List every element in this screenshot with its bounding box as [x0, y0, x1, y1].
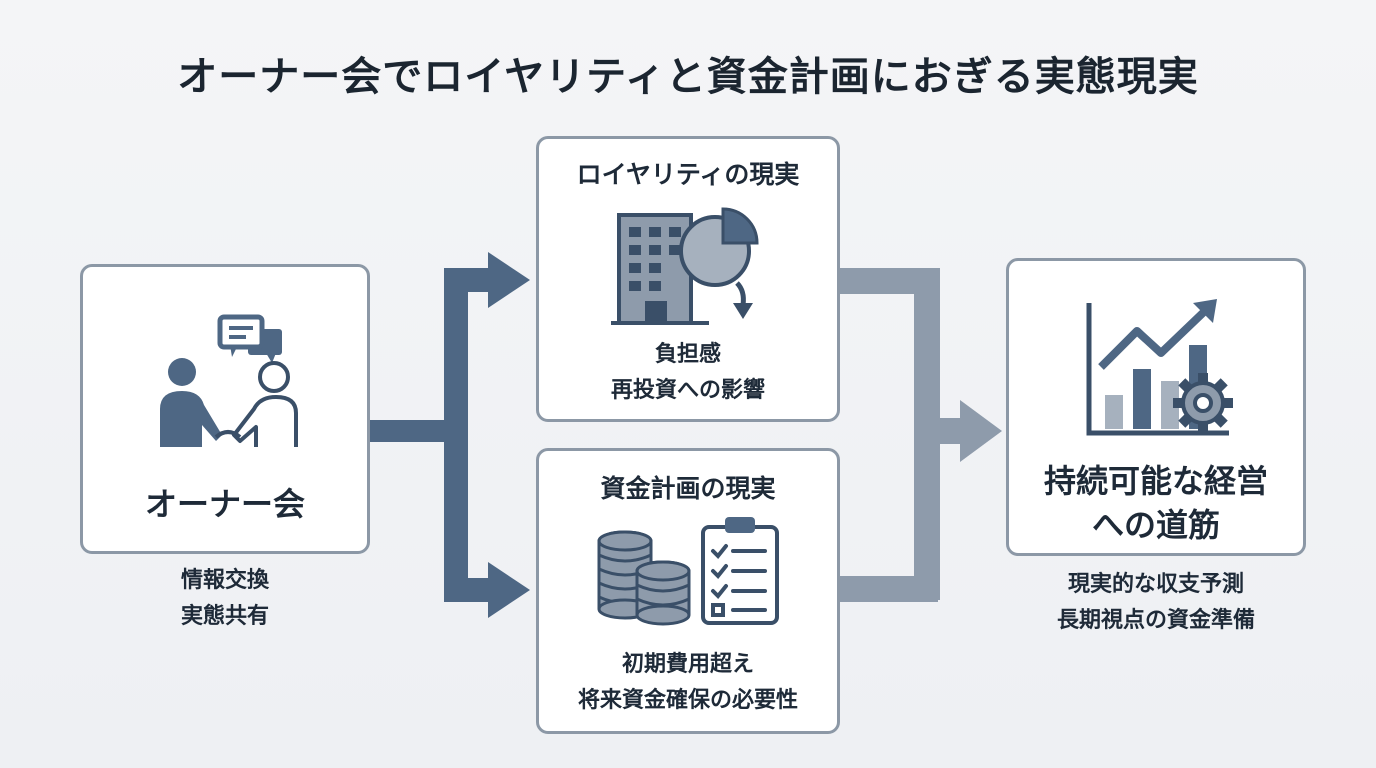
sustainable-box: 持続可能な経営 への道筋	[1006, 258, 1306, 556]
handshake-icon	[160, 314, 298, 447]
building-pie-chart-icon	[611, 207, 759, 325]
sustainable-label-line-1: 持続可能な経営	[1043, 462, 1268, 500]
split-connector	[368, 252, 530, 618]
royalty-line-1: 負担感	[654, 342, 721, 367]
funding-lines: 初期費用超え 将来資金確保の必要性	[539, 647, 837, 719]
arrow-down-icon	[733, 281, 753, 319]
owner-meeting-label: オーナー会	[144, 485, 305, 523]
coins-checklist-icon	[597, 517, 779, 626]
royalty-box: ロイヤリティの現実 負担感 再投資への影響	[536, 136, 840, 422]
owner-meeting-notes: 情報交換 実態共有	[125, 563, 325, 635]
coin-stack-icon	[597, 530, 691, 626]
owner-meeting-box: オーナー会	[80, 264, 370, 554]
diagram-title: オーナー会でロイヤリティと資金計画におぎる実態現実	[177, 54, 1199, 100]
clipboard-checklist-icon	[701, 517, 779, 625]
royalty-lines: 負担感 再投資への影響	[539, 337, 837, 409]
sustainable-note-1: 現実的な収支予測	[1067, 572, 1244, 597]
trend-up-arrow-icon	[1098, 299, 1217, 370]
gear-icon	[1173, 373, 1233, 433]
growth-chart-gear-icon	[1086, 299, 1233, 436]
owner-note-1: 情報交換	[180, 568, 269, 593]
funding-box: 資金計画の現実 初	[536, 448, 840, 734]
owner-note-2: 実態共有	[180, 604, 269, 629]
sustainable-notes: 現実的な収支予測 長期視点の資金準備	[1006, 567, 1306, 639]
sustainable-label-line-2: への道筋	[1091, 506, 1220, 544]
sustainable-note-2: 長期視点の資金準備	[1056, 608, 1255, 633]
pie-chart-icon	[679, 207, 759, 287]
royalty-line-2: 再投資への影響	[610, 378, 765, 403]
merge-connector	[838, 268, 1002, 602]
funding-line-1: 初期費用超え	[621, 652, 754, 677]
chat-bubbles-icon	[217, 314, 282, 363]
royalty-title: ロイヤリティの現実	[576, 160, 800, 189]
funding-line-2: 将来資金確保の必要性	[577, 688, 798, 713]
sustainable-label: 持続可能な経営 への道筋	[1009, 459, 1303, 547]
funding-title: 資金計画の現実	[600, 474, 776, 503]
